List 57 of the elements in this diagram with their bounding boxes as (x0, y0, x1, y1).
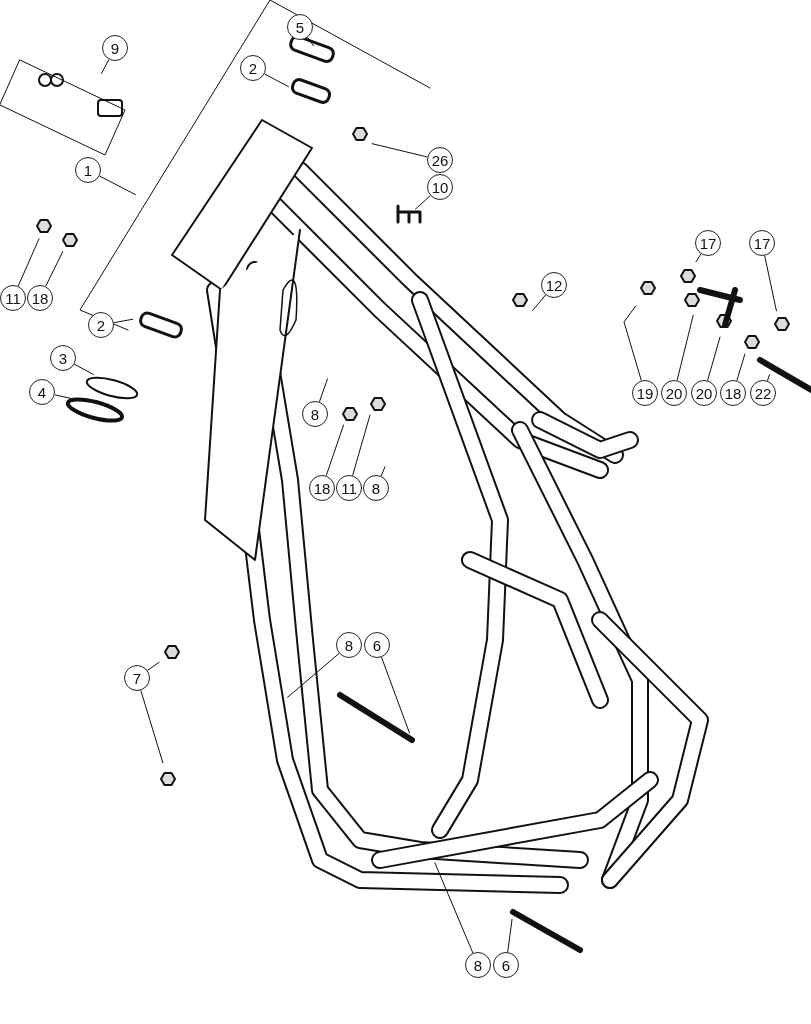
callout-number: 1 (75, 157, 101, 183)
callout-number: 6 (493, 952, 519, 978)
callout-number: 6 (364, 632, 390, 658)
callout-number: 18 (27, 285, 53, 311)
leader-line (17, 237, 40, 287)
leader-line (764, 255, 777, 312)
leader-line (45, 250, 64, 287)
callout-number: 11 (0, 285, 26, 311)
callout-number: 20 (661, 380, 687, 406)
leader-line (414, 195, 431, 210)
callout-number: 22 (750, 380, 776, 406)
callout-number: 4 (29, 379, 55, 405)
leader-line (380, 465, 386, 477)
callout-number: 8 (465, 952, 491, 978)
callout-number: 8 (336, 632, 362, 658)
leader-line (147, 661, 160, 671)
leader-line (325, 424, 345, 477)
callout-number: 2 (88, 312, 114, 338)
leader-line (286, 652, 340, 698)
leader-line (318, 378, 329, 403)
callout-number: 18 (720, 380, 746, 406)
leader-line (766, 374, 771, 382)
callout-number: 7 (124, 665, 150, 691)
callout-number: 12 (541, 272, 567, 298)
callout-number: 5 (287, 14, 313, 40)
callout-number: 20 (691, 380, 717, 406)
leader-line (623, 305, 642, 381)
leader-line (434, 861, 474, 954)
callout-number: 2 (240, 55, 266, 81)
leader-line (73, 363, 95, 376)
leader-line (695, 253, 702, 263)
leader-line (54, 394, 72, 399)
callout-number: 3 (50, 345, 76, 371)
callout-number: 19 (632, 380, 658, 406)
leader-line (264, 73, 290, 88)
leader-line (99, 175, 137, 196)
callout-number: 10 (427, 174, 453, 200)
leader-line (676, 314, 694, 381)
callout-number: 17 (749, 230, 775, 256)
callout-number: 26 (427, 147, 453, 173)
leader-line (113, 318, 134, 324)
callout-number: 8 (363, 475, 389, 501)
callout-number: 17 (695, 230, 721, 256)
leader-line (507, 918, 513, 953)
callout-number: 9 (102, 35, 128, 61)
callout-number: 8 (302, 401, 328, 427)
callout-number: 11 (336, 475, 362, 501)
callout-number: 18 (309, 475, 335, 501)
leader-line (352, 414, 371, 476)
leader-line (532, 294, 547, 312)
leader-line (371, 143, 428, 158)
leader-line (736, 353, 746, 382)
leader-line (707, 336, 721, 381)
leader-line (381, 656, 411, 734)
leader-line (307, 37, 315, 47)
leader-line (140, 689, 164, 764)
leader-line (100, 59, 110, 75)
